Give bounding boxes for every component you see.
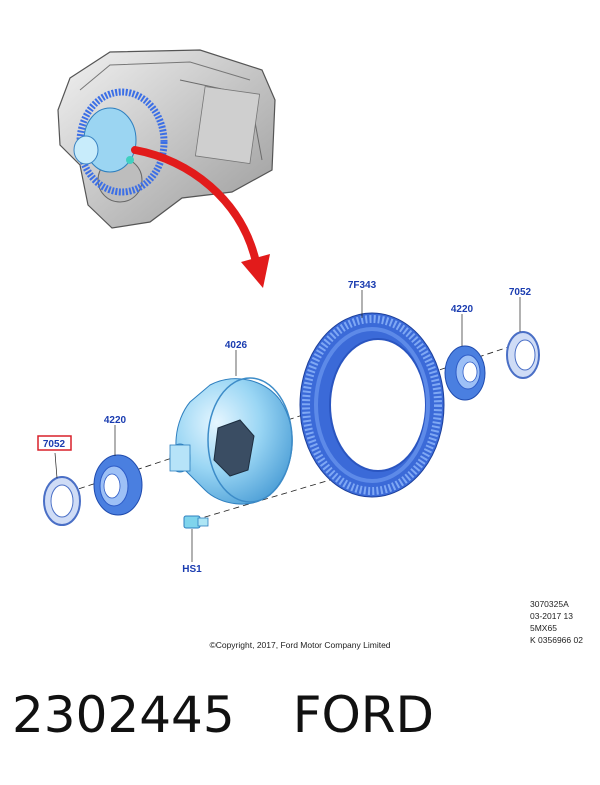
speed-sensor-hs1 [183, 515, 209, 529]
callout-4220-right[interactable]: 4220 [451, 304, 474, 315]
callout-7f343[interactable]: 7F343 [348, 280, 377, 291]
selected-part-highlight [37, 435, 72, 451]
illustration-reference-code: 3070325A 03-2017 13 5MX65 K 0356966 02 [530, 598, 600, 646]
exploded-differential-diagram: 7F343 4220 7052 4026 4220 7052 HS1 [37, 49, 540, 575]
ref-code-line: 3070325A [530, 599, 569, 609]
callout-7052-right[interactable]: 7052 [509, 287, 532, 298]
seal-right-7052 [506, 331, 540, 379]
leader-lines [54, 290, 521, 562]
callout-4220-left[interactable]: 4220 [104, 415, 127, 426]
ring-gear-7f343 [299, 312, 445, 498]
callout-4026[interactable]: 4026 [225, 340, 248, 351]
callout-hs1[interactable]: HS1 [182, 564, 202, 575]
transmission-housing-illustration [57, 49, 276, 229]
seal-left-7052 [43, 476, 81, 526]
differential-case-4026 [169, 377, 293, 505]
brand-name: FORD [292, 686, 435, 744]
ref-code-line: K 0356966 02 [530, 635, 583, 645]
bearing-right-4220 [444, 345, 486, 401]
ref-code-line: 03-2017 13 [530, 611, 574, 621]
bearing-left-4220 [93, 454, 143, 516]
copyright-notice: ©Copyright, 2017, Ford Motor Company Lim… [209, 640, 391, 650]
zoom-arrow [131, 146, 270, 288]
callout-7052-left[interactable]: 7052 [43, 439, 66, 450]
part-title: 2302445 FORD [12, 686, 592, 756]
part-number: 2302445 [12, 686, 235, 744]
ref-code-line: 5MX65 [530, 623, 557, 633]
